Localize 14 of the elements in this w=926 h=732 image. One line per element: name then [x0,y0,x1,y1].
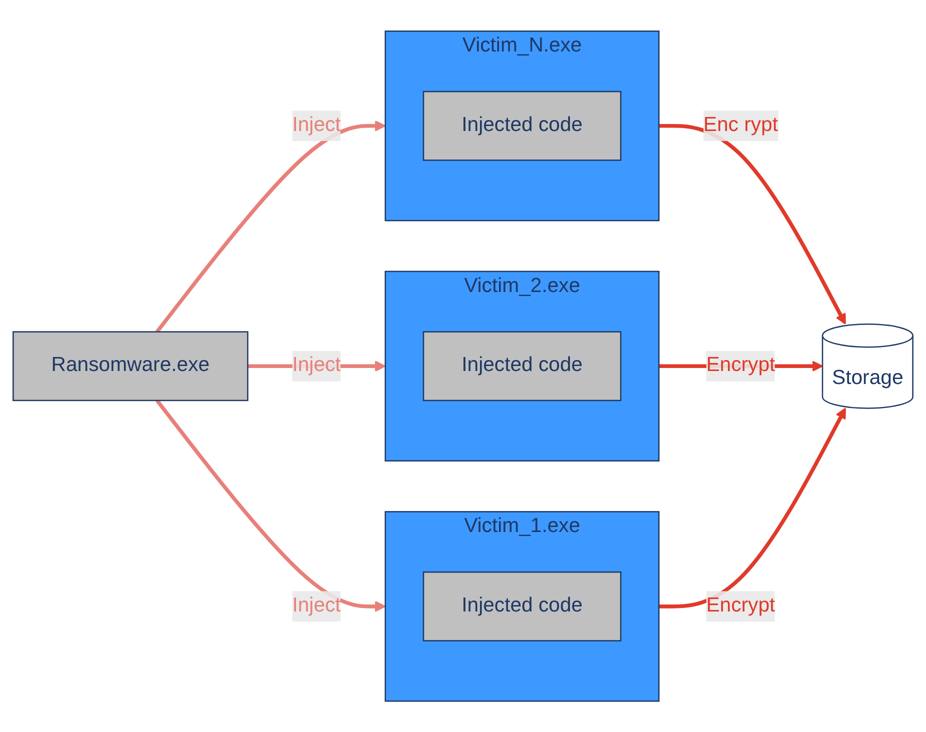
node-box: Ransomware.exe [12,331,248,401]
edge-label: Inject [292,114,341,136]
arrow [156,399,386,612]
edge-label: Inject [292,594,341,616]
arrow [658,408,846,608]
node-box: Injected code [422,90,622,161]
arrow [658,124,846,324]
arrow [156,120,386,333]
edge-label: Encrypt [706,354,776,376]
edge-label: Enc rypt [703,114,778,136]
edge-label: Encrypt [706,594,776,616]
node-box: Injected code [422,571,622,642]
node-box: Injected code [422,331,622,401]
edge-label: Inject [292,354,341,376]
